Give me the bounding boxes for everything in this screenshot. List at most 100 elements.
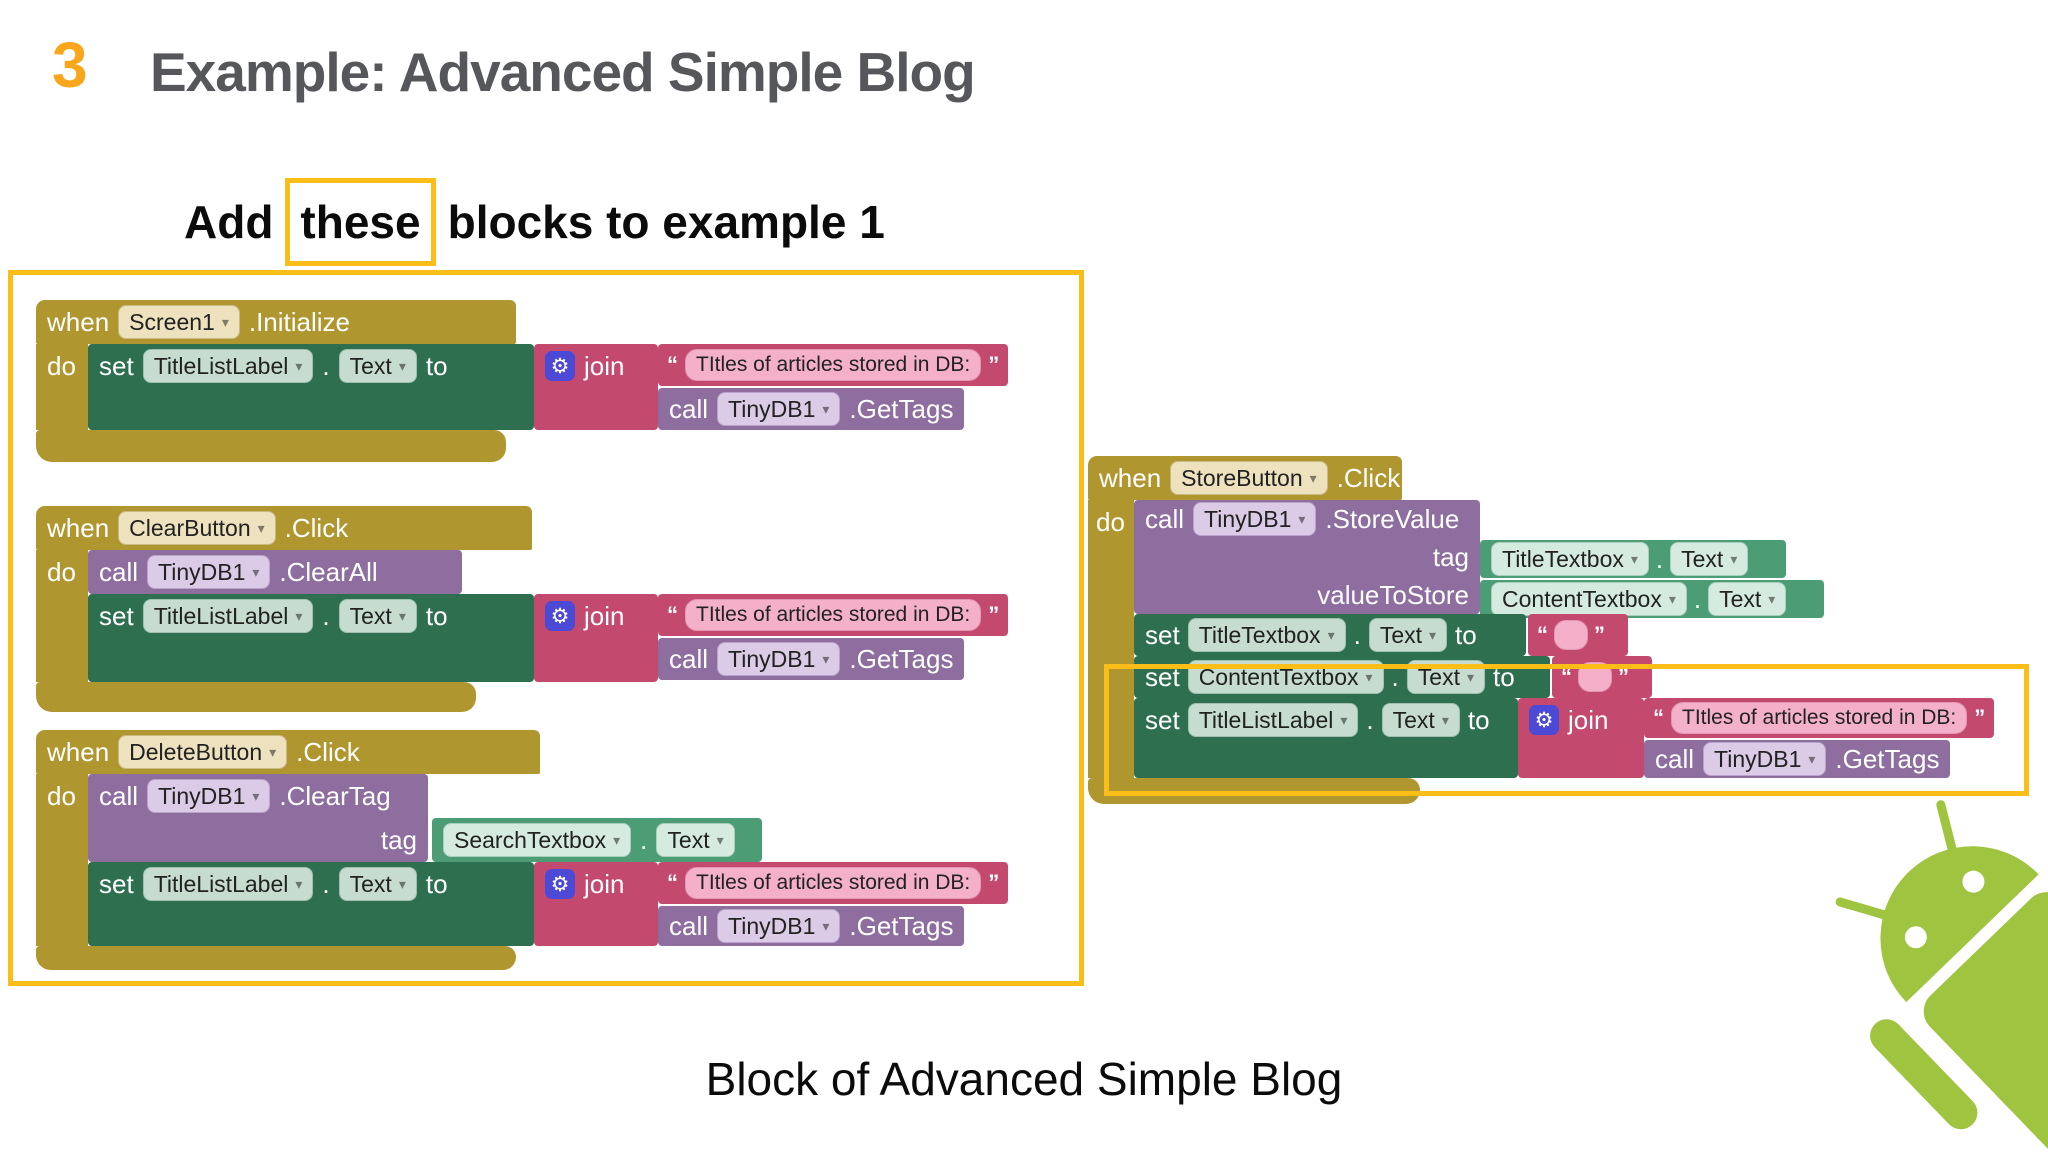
close-quote: ” <box>988 352 1000 377</box>
string-value[interactable]: TItles of articles stored in DB: <box>685 599 982 631</box>
join-label: join <box>584 600 625 631</box>
event-block-deletebutton-click[interactable]: when DeleteButton▾ .Click <box>36 730 540 774</box>
component-dropdown-tinydb[interactable]: TinyDB1▾ <box>717 909 841 943</box>
method-name-label: .ClearAll <box>279 556 378 587</box>
property-dropdown-text[interactable]: Text▾ <box>1708 582 1787 616</box>
component-dropdown-tinydb[interactable]: TinyDB1▾ <box>147 779 271 813</box>
join-block[interactable]: ⚙ join <box>534 594 658 682</box>
property-dropdown-text[interactable]: Text▾ <box>338 867 417 901</box>
call-label: call <box>669 393 709 424</box>
do-label: do <box>47 780 76 811</box>
dot-separator: . <box>322 600 330 631</box>
component-dropdown-titlelistlabel[interactable]: TitleListLabel▾ <box>142 349 314 383</box>
getter-titletextbox-text-block[interactable]: TitleTextbox▾ . Text▾ <box>1480 540 1786 578</box>
call-label: call <box>99 556 139 587</box>
dropdown-icon: ▾ <box>1340 712 1348 728</box>
set-titlelistlabel-text-block[interactable]: set TitleListLabel▾ . Text▾ to <box>88 594 534 682</box>
dropdown-icon: ▾ <box>398 876 406 892</box>
join-block[interactable]: ⚙ join <box>1518 698 1644 778</box>
call-tinydb-gettags-block[interactable]: call TinyDB1▾ .GetTags <box>658 906 965 946</box>
component-dropdown-searchtextbox[interactable]: SearchTextbox▾ <box>443 823 632 857</box>
component-dropdown-tinydb[interactable]: TinyDB1▾ <box>1193 502 1317 536</box>
join-block[interactable]: ⚙ join <box>534 862 658 946</box>
component-dropdown-titlelistlabel[interactable]: TitleListLabel▾ <box>1187 703 1359 737</box>
empty-string-block[interactable]: “ ” <box>1528 614 1628 656</box>
call-tinydb-storevalue-block[interactable]: call TinyDB1▾ .StoreValue tag valueToSto… <box>1134 500 1480 614</box>
set-titlelistlabel-text-block[interactable]: set TitleListLabel▾ . Text▾ to <box>88 862 534 946</box>
slide-number: 3 <box>52 29 88 101</box>
string-literal-block[interactable]: “ TItles of articles stored in DB: ” <box>658 344 1009 386</box>
string-literal-block[interactable]: “ TItles of articles stored in DB: ” <box>658 862 1009 904</box>
dropdown-icon: ▾ <box>1298 511 1306 527</box>
getter-searchtextbox-text-block[interactable]: SearchTextbox▾ . Text▾ <box>432 818 762 862</box>
component-dropdown-storebutton[interactable]: StoreButton▾ <box>1170 461 1328 495</box>
open-quote: “ <box>1561 664 1572 689</box>
call-tinydb-gettags-block[interactable]: call TinyDB1▾ .GetTags <box>658 638 965 680</box>
dropdown-icon: ▾ <box>1668 591 1676 607</box>
component-dropdown-tinydb[interactable]: TinyDB1 ▾ <box>147 555 271 589</box>
dropdown-value: TinyDB1 <box>158 559 246 585</box>
property-dropdown-text[interactable]: Text▾ <box>1670 542 1749 576</box>
dropdown-icon: ▾ <box>1441 712 1449 728</box>
method-name-label: .GetTags <box>849 393 954 424</box>
mutator-gear-icon[interactable]: ⚙ <box>545 351 575 381</box>
dropdown-icon: ▾ <box>252 564 260 580</box>
set-titletextbox-text-block[interactable]: set TitleTextbox▾ . Text▾ to <box>1134 614 1526 656</box>
call-label: call <box>669 910 709 941</box>
do-label: do <box>47 556 76 587</box>
string-value[interactable]: TItles of articles stored in DB: <box>685 867 982 899</box>
call-label: call <box>669 643 709 674</box>
component-dropdown-titlelistlabel[interactable]: TitleListLabel▾ <box>142 867 314 901</box>
dropdown-value: TinyDB1 <box>1714 746 1802 772</box>
component-dropdown-titletextbox[interactable]: TitleTextbox▾ <box>1491 542 1649 576</box>
event-block-screen1-initialize[interactable]: when Screen1▾ .Initialize <box>36 300 516 344</box>
component-dropdown-tinydb[interactable]: TinyDB1▾ <box>717 642 841 676</box>
empty-string-socket[interactable] <box>1554 620 1588 650</box>
set-contenttextbox-text-block[interactable]: set ContentTextbox▾ . Text▾ to <box>1134 656 1550 698</box>
component-dropdown-contenttextbox[interactable]: ContentTextbox▾ <box>1491 582 1687 616</box>
call-tinydb-gettags-block[interactable]: call TinyDB1▾ .GetTags <box>658 388 965 430</box>
string-literal-block[interactable]: “ TItles of articles stored in DB: ” <box>1644 698 1995 738</box>
event-name-label: .Initialize <box>248 306 351 337</box>
property-dropdown-text[interactable]: Text▾ <box>656 823 735 857</box>
string-value[interactable]: TItles of articles stored in DB: <box>1671 702 1968 734</box>
component-dropdown-titlelistlabel[interactable]: TitleListLabel▾ <box>142 599 314 633</box>
call-tinydb-cleartag-block[interactable]: call TinyDB1▾ .ClearTag tag <box>88 774 428 862</box>
mutator-gear-icon[interactable]: ⚙ <box>545 869 575 899</box>
dropdown-icon: ▾ <box>295 608 303 624</box>
event-do-strip: do <box>36 344 88 430</box>
dropdown-icon: ▾ <box>1327 627 1335 643</box>
string-value[interactable]: TItles of articles stored in DB: <box>685 349 982 381</box>
dropdown-value: TinyDB1 <box>158 783 246 809</box>
string-literal-block[interactable]: “ TItles of articles stored in DB: ” <box>658 594 1009 636</box>
property-dropdown-text[interactable]: Text▾ <box>338 599 417 633</box>
property-dropdown-text[interactable]: Text▾ <box>338 349 417 383</box>
dropdown-icon: ▾ <box>613 832 621 848</box>
property-dropdown-text[interactable]: Text▾ <box>1381 703 1460 737</box>
event-block-storebutton-click[interactable]: when StoreButton▾ .Click <box>1088 456 1402 500</box>
event-block-clearbutton-click[interactable]: when ClearButton▾ .Click <box>36 506 532 550</box>
join-label: join <box>584 350 625 381</box>
call-tinydb-clearall-block[interactable]: call TinyDB1 ▾ .ClearAll <box>88 550 462 594</box>
dropdown-value: Text <box>1681 546 1724 572</box>
component-dropdown-clearbutton[interactable]: ClearButton▾ <box>118 511 276 545</box>
set-titlelistlabel-text-block[interactable]: set TitleListLabel▾ . Text▾ to <box>1134 698 1518 778</box>
mutator-gear-icon[interactable]: ⚙ <box>1529 705 1559 735</box>
dropdown-icon: ▾ <box>398 608 406 624</box>
tag-socket-label: tag <box>1432 541 1469 572</box>
component-dropdown-deletebutton[interactable]: DeleteButton▾ <box>118 735 288 769</box>
join-block[interactable]: ⚙ join <box>534 344 658 430</box>
mutator-gear-icon[interactable]: ⚙ <box>545 601 575 631</box>
dot-separator: . <box>1366 704 1374 735</box>
getter-contenttextbox-text-block[interactable]: ContentTextbox▾ . Text▾ <box>1480 580 1824 618</box>
android-head <box>1880 846 2039 1003</box>
property-dropdown-text[interactable]: Text▾ <box>1368 618 1448 652</box>
set-titlelistlabel-text-block[interactable]: set TitleListLabel▾ . Text▾ to <box>88 344 534 430</box>
call-tinydb-gettags-block[interactable]: call TinyDB1▾ .GetTags <box>1644 740 1951 778</box>
component-dropdown-tinydb[interactable]: TinyDB1▾ <box>1703 742 1827 776</box>
component-dropdown-titletextbox[interactable]: TitleTextbox▾ <box>1187 618 1346 652</box>
subtitle-highlight-box: these <box>285 178 436 266</box>
component-dropdown-screen1[interactable]: Screen1▾ <box>118 305 240 339</box>
component-dropdown-tinydb[interactable]: TinyDB1▾ <box>717 392 841 426</box>
do-label: do <box>1096 506 1125 537</box>
